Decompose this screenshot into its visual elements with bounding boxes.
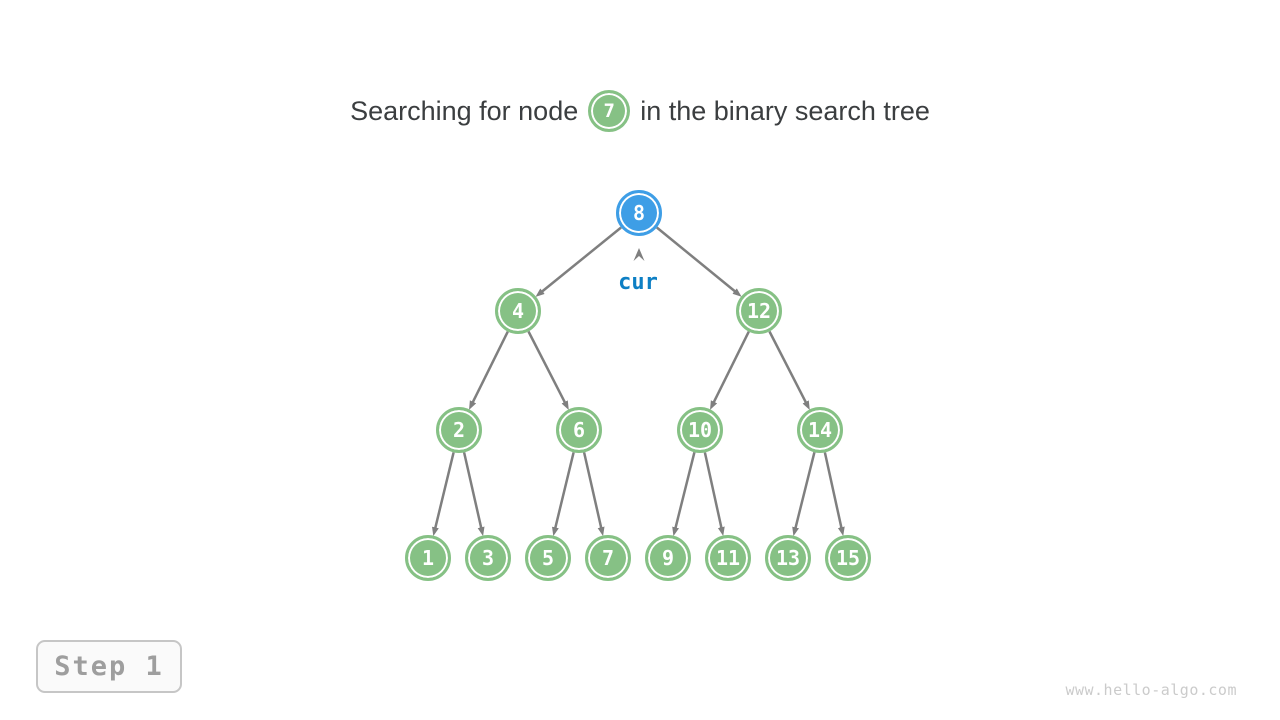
tree-edge-2-3 bbox=[462, 452, 485, 537]
tree-edge-12-10 bbox=[710, 331, 750, 410]
title-target-node-circle: 7 bbox=[588, 90, 631, 132]
figure-title: Searching for node 7 in the binary searc… bbox=[0, 89, 1280, 133]
tree-edge-10-9 bbox=[672, 451, 696, 537]
tree-edge-14-15 bbox=[823, 452, 845, 537]
watermark: www.hello-algo.com bbox=[1065, 681, 1237, 699]
tree-edge-14-13 bbox=[792, 451, 816, 537]
tree-edge-12-14 bbox=[768, 330, 810, 410]
tree-edge-6-5 bbox=[552, 452, 575, 537]
tree-edge-8-4 bbox=[535, 226, 622, 297]
tree-edge-10-11 bbox=[703, 452, 725, 537]
tree-edge-8-12 bbox=[656, 226, 742, 297]
tree-edge-6-7 bbox=[582, 452, 605, 537]
title-suffix: in the binary search tree bbox=[640, 95, 930, 126]
step-badge: Step 1 bbox=[36, 640, 182, 693]
title-target-node-label: 7 bbox=[603, 100, 615, 122]
cur-pointer-caret-icon bbox=[633, 248, 645, 261]
tree-edge-2-1 bbox=[432, 452, 455, 537]
cur-pointer-label: cur bbox=[618, 270, 658, 295]
title-prefix: Searching for node bbox=[350, 95, 579, 126]
tree-edge-4-2 bbox=[469, 331, 509, 410]
tree-edge-4-6 bbox=[527, 330, 569, 410]
step-label: Step 1 bbox=[54, 651, 164, 682]
